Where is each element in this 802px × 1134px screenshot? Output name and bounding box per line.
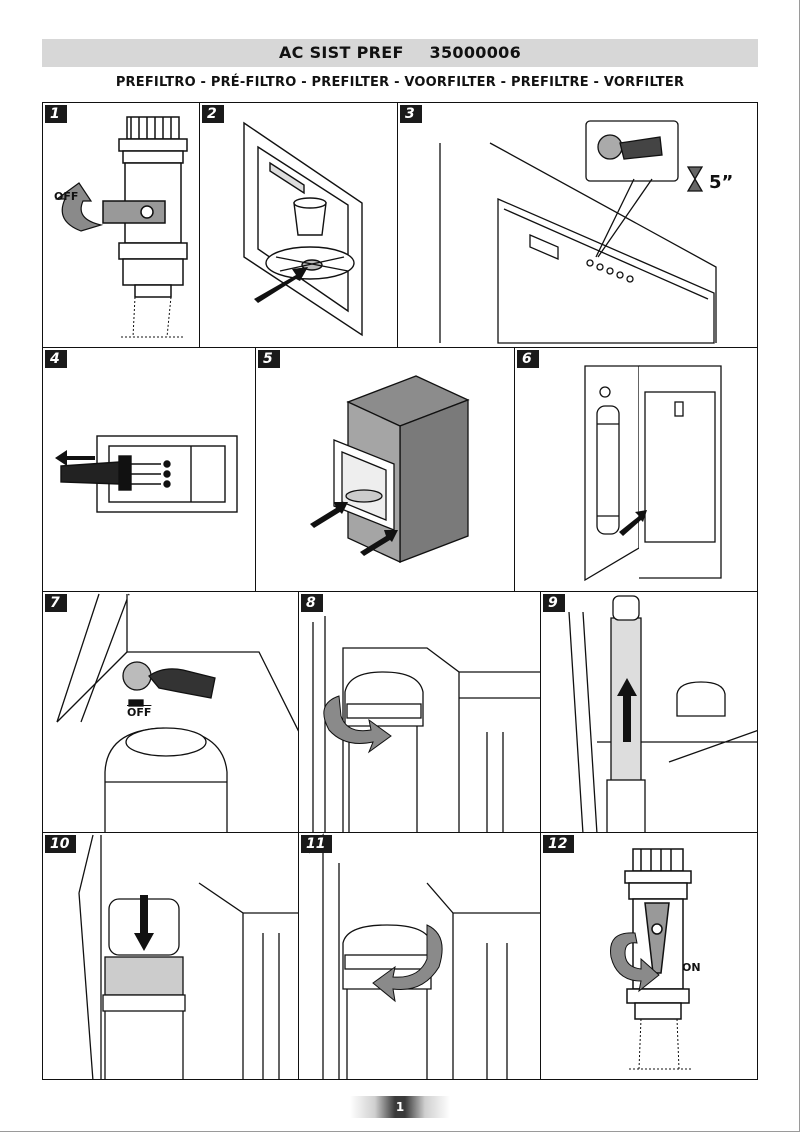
open-cabinet-filter-illustration xyxy=(584,365,722,582)
step-panel-5: 5 xyxy=(255,347,515,592)
step-number: 8 xyxy=(301,594,323,612)
step-panel-2: 2 xyxy=(199,102,398,348)
step-panel-4: 4 xyxy=(42,347,256,592)
remove-filter-cartridge-illustration xyxy=(568,595,757,832)
step-number: 9 xyxy=(543,594,565,612)
dispenser-button-illustration xyxy=(243,121,363,337)
step-panel-8: 8 xyxy=(298,591,541,833)
document-title-bar: AC SIST PREF 35000006 xyxy=(42,39,758,67)
power-off-label: OFF xyxy=(127,706,152,719)
page-number: 1 xyxy=(350,1096,450,1118)
valve-off-label: OFF xyxy=(54,190,79,203)
step-panel-6: 6 xyxy=(514,347,758,592)
valve-on-label: ON xyxy=(682,961,701,974)
unplug-connector-illustration xyxy=(55,435,238,513)
product-code-name: AC SIST PREF xyxy=(278,43,404,62)
step-number: 1 xyxy=(45,105,67,123)
step-number: 4 xyxy=(45,350,67,368)
language-subtitle: PREFILTRO - PRÉ-FILTRO - PREFILTER - VOO… xyxy=(115,75,685,90)
timer-duration-label: 5” xyxy=(709,172,734,193)
step-number: 6 xyxy=(517,350,539,368)
step-panel-9: 9 xyxy=(540,591,758,833)
step-number: 5 xyxy=(258,350,280,368)
unscrew-filter-cap-illustration xyxy=(312,616,540,832)
step-number: 11 xyxy=(301,835,333,853)
step-panel-1: 1 OFF xyxy=(42,102,200,348)
insert-new-cartridge-illustration xyxy=(78,834,298,1079)
step-number: 12 xyxy=(543,835,575,853)
step-panel-11: 11 xyxy=(298,832,541,1080)
remove-front-panel-illustration xyxy=(310,375,470,564)
screw-filter-cap-illustration xyxy=(308,833,540,1079)
control-panel-press-illustration xyxy=(439,120,717,344)
valve-off-illustration xyxy=(55,116,188,338)
step-panel-3: 3 5” xyxy=(397,102,758,348)
step-panel-10: 10 xyxy=(42,832,299,1080)
press-off-button-illustration xyxy=(56,593,298,832)
step-number: 7 xyxy=(45,594,67,612)
valve-on-illustration xyxy=(610,848,692,1070)
step-panel-7: 7 OFF xyxy=(42,591,299,833)
step-panel-12: 12 ON xyxy=(540,832,758,1080)
step-number: 2 xyxy=(202,105,224,123)
step-number: 10 xyxy=(45,835,77,853)
step-number: 3 xyxy=(400,105,422,123)
product-code-number: 35000006 xyxy=(429,43,522,62)
